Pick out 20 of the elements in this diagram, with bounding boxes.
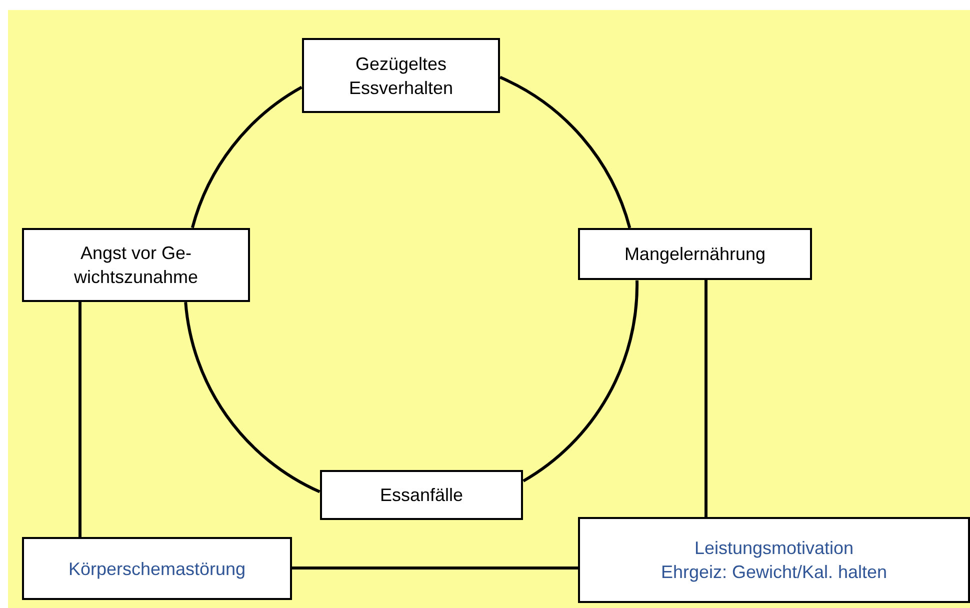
box-label: Mangelernährung xyxy=(624,243,766,266)
box-label: Leistungsmotivation xyxy=(694,537,854,560)
connector-line xyxy=(499,76,632,228)
box-label: Gezügeltes Essverhalten xyxy=(348,52,454,100)
connector-line xyxy=(78,302,82,537)
box-label: Essanfälle xyxy=(380,484,464,507)
connector-line xyxy=(704,280,708,517)
box-label: Ehrgeiz: Gewicht/Kal. halten xyxy=(660,561,888,584)
connector-line xyxy=(292,566,578,570)
process-box xyxy=(22,537,292,600)
process-box xyxy=(578,517,970,603)
connector-line xyxy=(190,86,302,228)
process-box xyxy=(320,470,523,520)
process-box xyxy=(22,228,250,302)
box-label: Körperschemastörung xyxy=(68,558,246,580)
connector-line xyxy=(522,280,638,482)
process-box xyxy=(302,38,500,113)
process-box xyxy=(578,228,812,280)
connector-line xyxy=(184,302,320,494)
box-label: Angst vor Ge- wichtszunahme xyxy=(72,242,200,289)
